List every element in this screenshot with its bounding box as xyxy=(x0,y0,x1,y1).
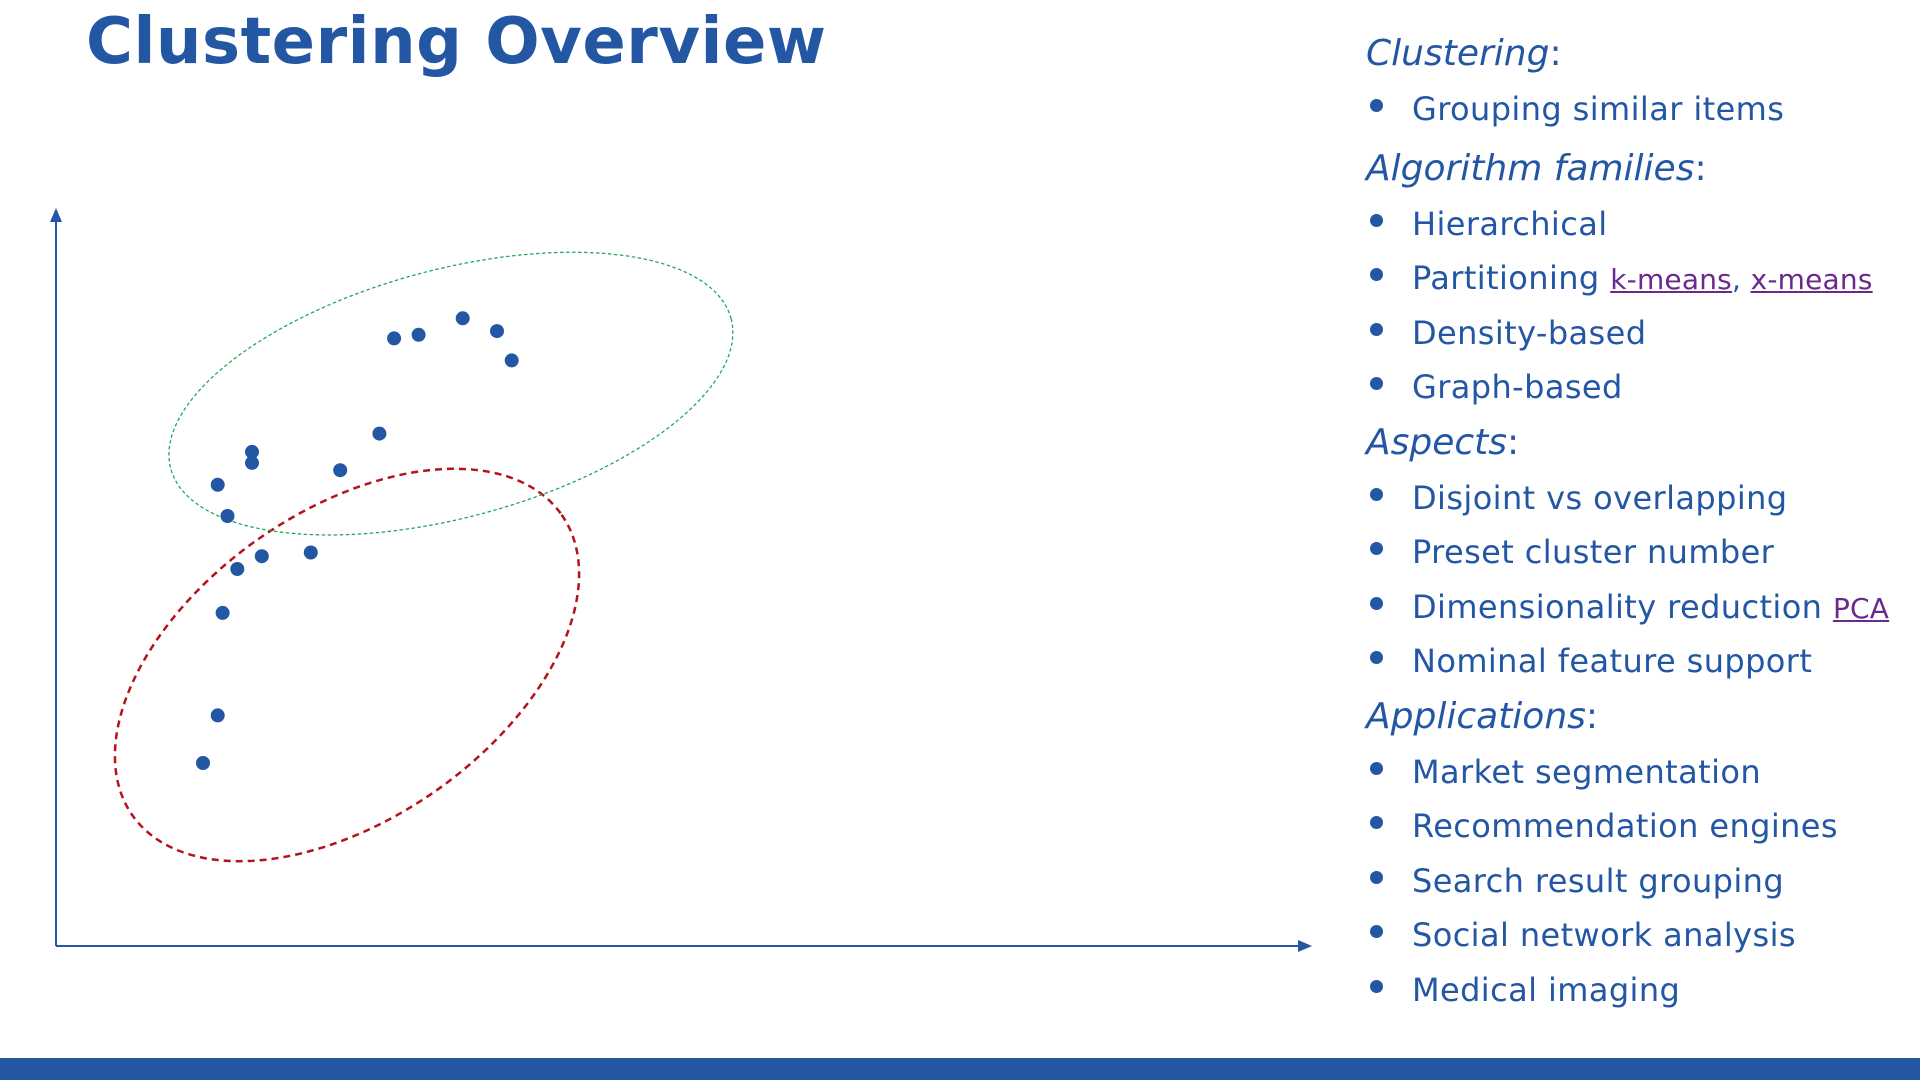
section-heading-text: Algorithm families xyxy=(1366,147,1695,189)
list-item: Preset cluster number xyxy=(1366,525,1906,580)
footer-bar xyxy=(0,1058,1920,1080)
list-item-text: Social network analysis xyxy=(1412,916,1796,954)
cluster-a-point xyxy=(245,455,259,470)
cluster-diagram xyxy=(50,208,1312,952)
cluster-b-point xyxy=(490,324,504,339)
list-item-text: Density-based xyxy=(1412,313,1647,352)
list-item: Medical imaging xyxy=(1366,963,1906,1018)
section-heading-text: Aspects xyxy=(1366,421,1508,463)
bullet-dot-icon xyxy=(1370,651,1383,664)
data-points xyxy=(196,311,519,770)
section-heading-text: Applications xyxy=(1366,695,1586,737)
list-item: Partitioning k-means, x-means xyxy=(1366,251,1906,306)
cluster-a-point xyxy=(254,549,269,564)
bullet-dot-icon xyxy=(1370,979,1383,993)
y-axis-arrowhead xyxy=(50,208,62,222)
list-item: Market segmentation xyxy=(1366,745,1906,800)
section-heading: Algorithm families: xyxy=(1366,141,1906,197)
list-item-text: Nominal feature support xyxy=(1412,642,1813,680)
heading-colon: : xyxy=(1585,695,1599,737)
cluster-b-point xyxy=(504,353,519,368)
bullet-dot-icon xyxy=(1370,816,1383,829)
list-item-text: Graph-based xyxy=(1412,368,1623,406)
bullet-dot-icon xyxy=(1370,870,1383,884)
heading-colon: : xyxy=(1694,147,1707,189)
list-item-text: Grouping similar items xyxy=(1412,90,1785,128)
bullet-dot-icon xyxy=(1370,377,1383,390)
list-item-text: Hierarchical xyxy=(1412,204,1608,243)
list-item-text: Partitioning xyxy=(1412,259,1600,297)
cluster-b-point xyxy=(333,463,348,478)
bullet-dot-icon xyxy=(1370,99,1383,112)
cluster-a-point xyxy=(196,756,210,770)
link-k-means[interactable]: k-means xyxy=(1610,263,1732,296)
list-item-text: Disjoint vs overlapping xyxy=(1412,478,1788,517)
cluster-a-boundary xyxy=(113,467,581,863)
list-item-text: Preset cluster number xyxy=(1412,533,1775,571)
list-item-text: Recommendation engines xyxy=(1412,807,1838,845)
bullet-list: Grouping similar items xyxy=(1366,82,1906,137)
list-item: Graph-based xyxy=(1366,360,1906,415)
bullet-dot-icon xyxy=(1370,268,1383,281)
cluster-a-point xyxy=(245,444,259,459)
link-pca[interactable]: PCA xyxy=(1832,591,1890,625)
bullet-dot-icon xyxy=(1370,213,1383,227)
link-x-means[interactable]: x-means xyxy=(1750,263,1873,296)
list-item: Dimensionality reduction PCA xyxy=(1366,580,1906,635)
cluster-a-point xyxy=(303,545,318,560)
section-clustering: Clustering: Grouping similar items xyxy=(1366,26,1906,137)
bullet-dot-icon xyxy=(1370,542,1383,555)
section-heading: Clustering: xyxy=(1366,26,1906,82)
bullet-dot-icon xyxy=(1370,925,1383,938)
link-separator: , xyxy=(1731,263,1751,296)
list-item-text: Search result grouping xyxy=(1412,861,1785,900)
heading-colon: : xyxy=(1549,33,1562,74)
section-heading: Applications: xyxy=(1366,689,1906,745)
cluster-b-point xyxy=(387,331,402,346)
list-item: Disjoint vs overlapping xyxy=(1366,471,1906,526)
section-heading: Aspects: xyxy=(1366,415,1906,471)
list-item: Grouping similar items xyxy=(1366,82,1906,137)
bullet-dot-icon xyxy=(1370,761,1383,775)
list-item: Search result grouping xyxy=(1366,854,1906,909)
list-item: Social network analysis xyxy=(1366,908,1906,963)
cluster-a-point xyxy=(230,562,245,576)
bullet-dot-icon xyxy=(1370,487,1383,501)
list-item: Recommendation engines xyxy=(1366,799,1906,854)
list-item: Density-based xyxy=(1366,306,1906,361)
cluster-b-point xyxy=(411,327,426,342)
bullet-dot-icon xyxy=(1370,596,1383,610)
cluster-a-point xyxy=(220,509,235,523)
bullet-dot-icon xyxy=(1370,322,1383,336)
x-axis-arrowhead xyxy=(1298,940,1312,952)
cluster-b-boundary xyxy=(168,251,734,536)
section-heading-text: Clustering xyxy=(1366,33,1550,74)
cluster-a-point xyxy=(210,708,225,723)
list-item-text: Market segmentation xyxy=(1412,752,1762,791)
slide-title: Clustering Overview xyxy=(86,5,827,79)
list-item-text: Dimensionality reduction xyxy=(1412,587,1823,626)
list-item: Hierarchical xyxy=(1366,197,1906,252)
heading-colon: : xyxy=(1507,421,1520,463)
cluster-b-point xyxy=(455,311,470,326)
list-item: Nominal feature support xyxy=(1366,634,1906,689)
cluster-b-point xyxy=(372,426,387,441)
list-item-text: Medical imaging xyxy=(1412,970,1681,1009)
cluster-a-point xyxy=(210,477,225,492)
cluster-a-point xyxy=(215,605,230,620)
